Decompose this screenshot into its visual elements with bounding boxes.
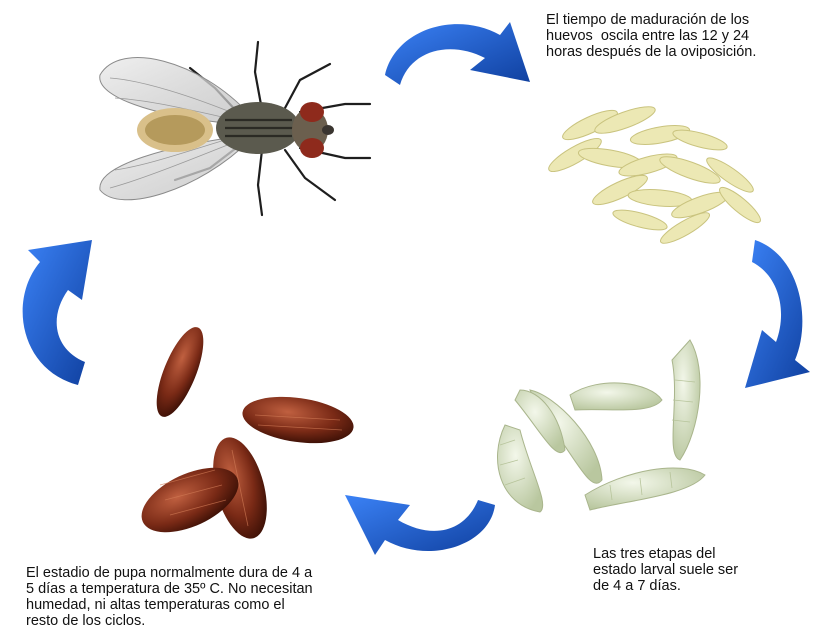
pupa-caption: El estadio de pupa normalmente dura de 4…	[26, 565, 313, 629]
pupa-caption-line: 5 días a temperatura de 35º C. No necesi…	[26, 581, 313, 597]
adult-fly-icon	[100, 42, 370, 215]
arrow-fly-to-eggs	[385, 22, 530, 85]
larva-caption-line: de 4 a 7 días.	[593, 578, 738, 594]
egg-caption-line: El tiempo de maduración de los	[546, 12, 756, 28]
arrow-eggs-to-larvae	[745, 240, 810, 388]
arrow-pupae-to-fly	[23, 240, 92, 385]
larva-caption: Las tres etapas del estado larval suele …	[593, 546, 738, 594]
pupa-caption-line: El estadio de pupa normalmente dura de 4…	[26, 565, 313, 581]
arrow-larvae-to-pupae	[345, 495, 495, 555]
larva-caption-line: estado larval suele ser	[593, 562, 738, 578]
egg-caption-line: horas después de la oviposición.	[546, 44, 756, 60]
pupa-caption-line: resto de los ciclos.	[26, 613, 313, 629]
pupae-icon	[132, 322, 357, 546]
egg-caption-line: huevos oscila entre las 12 y 24	[546, 28, 756, 44]
larva-caption-line: Las tres etapas del	[593, 546, 738, 562]
larvae-icon	[498, 340, 705, 512]
pupa-caption-line: humedad, ni altas temperaturas como el	[26, 597, 313, 613]
egg-caption: El tiempo de maduración de los huevos os…	[546, 12, 756, 60]
egg-cluster-icon	[545, 102, 764, 249]
